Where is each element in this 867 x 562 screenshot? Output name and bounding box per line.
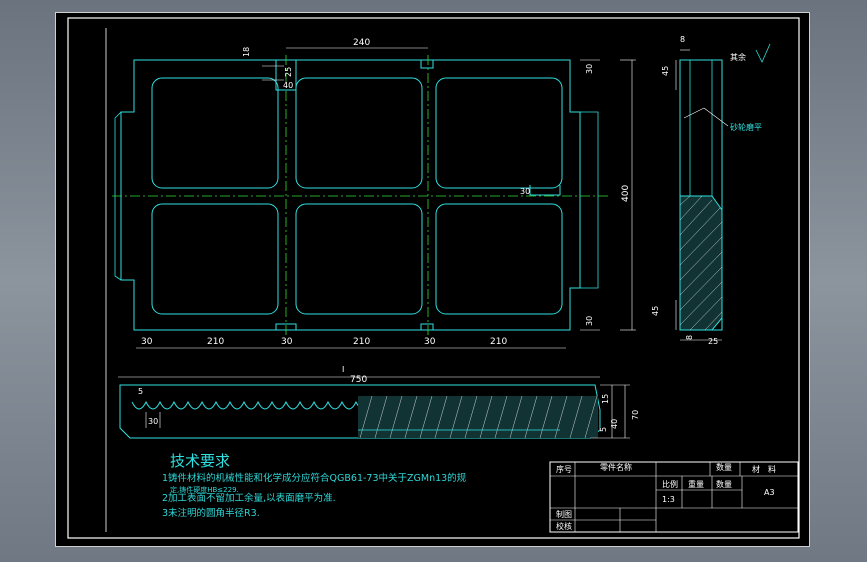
front-dim-70: 70 (631, 410, 640, 420)
dim-right-2: 30 (520, 187, 530, 196)
dim-bottom-4: 210 (353, 337, 370, 347)
tb-sheet-size: A3 (764, 488, 775, 497)
notes-title: 技术要求 (170, 452, 230, 470)
window-3 (435, 77, 563, 189)
side-dim-8-top: 8 (680, 35, 685, 44)
tb-col-material: 材 料 (752, 464, 776, 474)
note-1: 1铸件材料的机械性能和化学成分应符合QGB61-73中关于ZGMn13的规 (162, 472, 467, 484)
front-dim-15: 15 (601, 394, 610, 404)
top-view-dimension-lines (136, 47, 636, 349)
front-dim-5-right: 5 (599, 427, 608, 432)
note-2: 2加工表面不留加工余量,以表面磨平为准. (162, 492, 336, 504)
section-mark: Ⅰ (342, 365, 344, 374)
note-1b: 定,铸件硬度HB≤229. (170, 485, 239, 494)
grinding-annotation: 砂轮磨平 (730, 122, 762, 132)
dim-right-3: 30 (585, 316, 594, 326)
dim-bottom-3: 30 (281, 337, 293, 347)
window-4 (151, 203, 279, 315)
window-1 (151, 77, 279, 189)
front-view (118, 376, 630, 439)
window-5 (295, 203, 423, 315)
dim-bottom-2: 210 (207, 337, 224, 347)
tb-col-name: 零件名称 (600, 462, 632, 472)
top-view (114, 59, 599, 331)
inner-border (67, 17, 800, 539)
dim-400: 400 (621, 185, 631, 202)
dim-40: 40 (283, 81, 293, 90)
dim-bottom-5: 30 (424, 337, 436, 347)
dim-right-1: 30 (585, 64, 594, 74)
tb-qty-label: 数量 (716, 479, 732, 489)
side-dim-45-bottom: 45 (651, 306, 660, 316)
tb-scale-value: 1:3 (662, 495, 675, 504)
tb-col-qty: 数量 (716, 462, 732, 472)
tb-checked-label: 校核 (556, 521, 572, 531)
dim-750: 750 (350, 375, 367, 385)
tb-drawn-label: 制图 (556, 509, 572, 519)
tb-col-no: 序号 (556, 464, 572, 474)
front-dim-5-left: 5 (138, 387, 143, 396)
side-dim-45-top: 45 (661, 66, 670, 76)
dim-18: 18 (242, 47, 251, 57)
note-3: 3未注明的圆角半径R3. (162, 507, 260, 519)
dim-bottom-1: 30 (141, 337, 153, 347)
plate-outline (120, 59, 581, 331)
dim-bottom-6: 210 (490, 337, 507, 347)
window-2 (295, 77, 423, 189)
center-lines (112, 55, 610, 335)
side-view (675, 43, 771, 341)
tb-weight-label: 重量 (688, 479, 704, 489)
front-dim-30: 30 (148, 417, 158, 426)
side-dim-25: 25 (708, 337, 718, 346)
window-6 (435, 203, 563, 315)
front-dim-40: 40 (610, 419, 619, 429)
tb-scale-label: 比例 (662, 479, 678, 489)
dim-25: 25 (284, 67, 293, 77)
side-dim-8-bottom: 8 (685, 335, 694, 340)
dim-240: 240 (353, 38, 370, 48)
roughness-label: 其余 (730, 52, 746, 62)
title-block (549, 461, 799, 533)
